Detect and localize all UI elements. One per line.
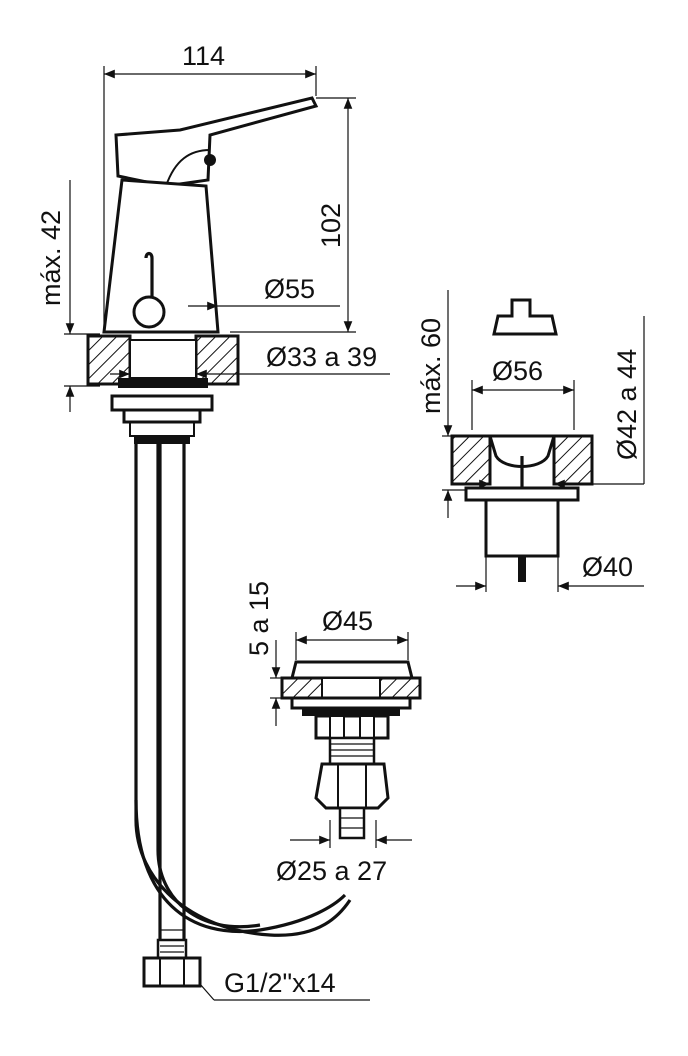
dim-thread-label: G1/2"x14 [224,968,336,998]
dim-dia-42-44-label: Ø42 a 44 [612,349,642,460]
dimension-dia-55: Ø55 [188,274,340,311]
dim-102-label: 102 [316,203,346,248]
dim-dia-56-label: Ø56 [492,356,543,386]
dim-dia-25-27-label: Ø25 a 27 [276,856,387,886]
dimension-dia-25-27: Ø25 a 27 [276,820,412,886]
flexible-hoses [134,444,352,988]
dimension-dia-33-39: Ø33 a 39 [110,342,390,379]
countertop-section [86,334,240,388]
dimension-dia-56: Ø56 [471,356,575,430]
dim-dia-33-39-label: Ø33 a 39 [266,342,377,372]
drain-assembly [280,660,422,840]
dim-dia-40-label: Ø40 [582,552,633,582]
dimension-dia-45: Ø45 [295,606,409,660]
waste-assembly [450,298,594,582]
dim-5-15-label: 5 a 15 [244,581,274,656]
dimension-114: 114 [103,41,317,330]
dimension-max-42: máx. 42 [36,180,100,412]
dim-max-60-label: máx. 60 [416,318,446,414]
dimension-dia-42-44: Ø42 a 44 [468,316,645,489]
dimension-max-60: máx. 60 [416,290,466,518]
dimension-dia-40: Ø40 [456,552,644,592]
faucet-body [102,96,319,334]
dimension-5-15: 5 a 15 [244,581,282,726]
dim-dia-45-label: Ø45 [322,606,373,636]
dim-dia-55-label: Ø55 [264,274,315,304]
dimension-thread: G1/2"x14 [199,968,370,1001]
dim-max-42-label: máx. 42 [36,210,66,306]
dim-114-label: 114 [182,41,225,71]
fixing-nut [110,394,214,444]
dimension-102: 102 [230,97,356,333]
